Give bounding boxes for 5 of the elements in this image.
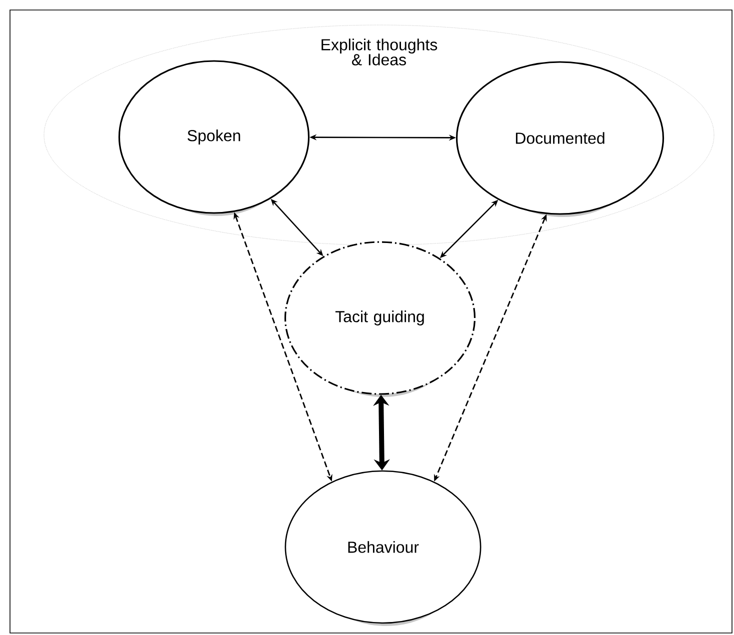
node-label: Behaviour bbox=[348, 541, 419, 553]
circle-node: Tacit guiding bbox=[284, 241, 476, 397]
circle-node: Spoken bbox=[118, 60, 310, 216]
circle-node: Documented bbox=[456, 61, 664, 217]
circle-node: Behaviour bbox=[284, 470, 482, 626]
